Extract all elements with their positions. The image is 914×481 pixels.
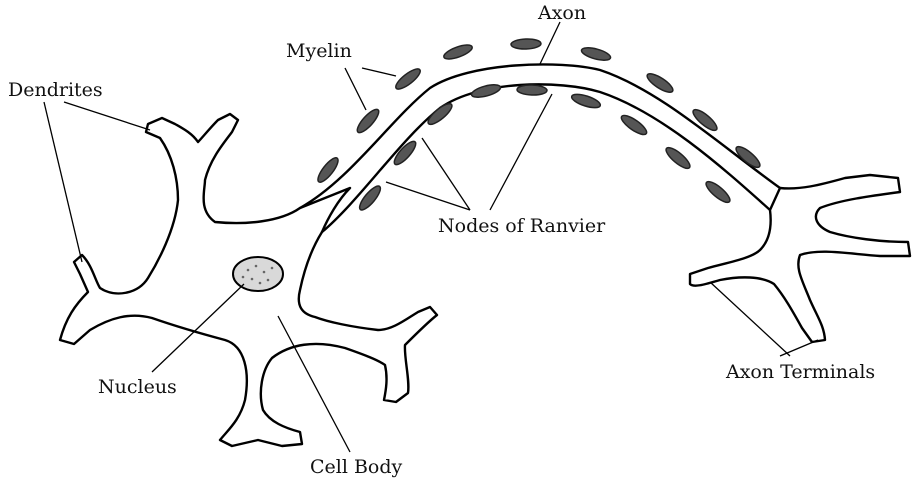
myelin-leader-1 <box>362 68 396 76</box>
axon-leader <box>540 22 560 64</box>
nodes-of-ranvier-label: Nodes of Ranvier <box>438 215 606 237</box>
myelin-segment <box>663 145 692 172</box>
myelin-segment <box>354 107 382 136</box>
dendrites-label: Dendrites <box>8 79 103 101</box>
myelin-segment <box>570 92 602 111</box>
myelin-leader-2 <box>345 68 366 110</box>
terminals-leader-2 <box>780 340 818 356</box>
axon-terminals-label: Axon Terminals <box>725 361 875 383</box>
myelin-segment <box>580 45 612 62</box>
myelin-segment <box>619 112 649 137</box>
myelin-segment <box>425 101 454 128</box>
myelin-segment <box>690 107 719 134</box>
myelin-segment <box>442 42 474 62</box>
myelin-segment <box>470 82 502 99</box>
myelin-segment <box>511 38 541 49</box>
terminals-leader-1 <box>710 282 790 356</box>
nucleus-label: Nucleus <box>98 376 177 398</box>
myelin-segment <box>357 183 384 212</box>
myelin-segment <box>393 66 423 92</box>
axon-label: Axon <box>537 2 586 24</box>
cell-body-label: Cell Body <box>310 456 403 478</box>
myelin-segment <box>645 71 676 96</box>
ranvier-leader-3 <box>490 94 552 210</box>
myelin-label: Myelin <box>286 40 352 62</box>
myelin-segment <box>703 179 732 206</box>
dendrites-leader-2 <box>44 102 82 262</box>
ranvier-leader-1 <box>386 182 470 210</box>
nucleus-shape <box>233 257 283 291</box>
ranvier-leader-2 <box>422 138 470 210</box>
myelin-segment <box>517 84 547 95</box>
dendrites-leader-1 <box>64 102 150 130</box>
